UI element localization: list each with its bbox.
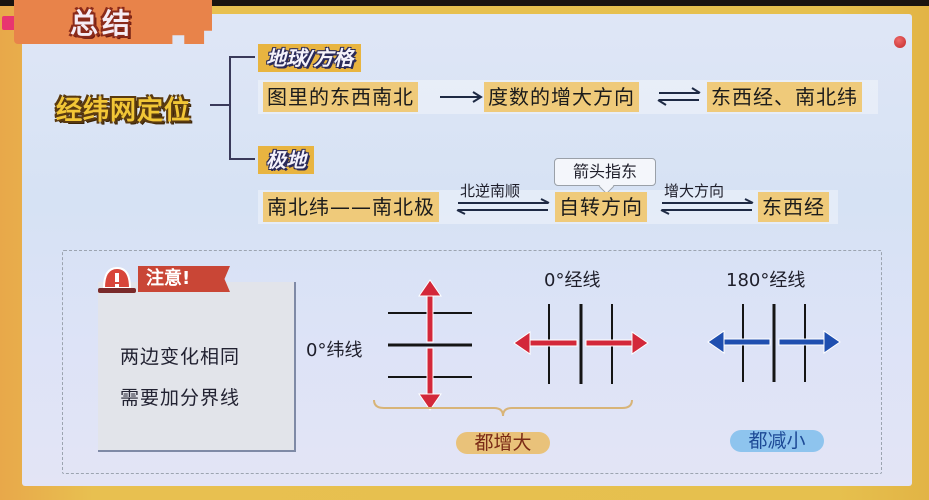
pin-dot-icon — [894, 36, 906, 48]
notice-line: 两边变化相同 — [120, 346, 241, 368]
result-decrease-text: 都减小 — [748, 430, 806, 452]
callout-arrow-points-east: 箭头指东 — [554, 158, 656, 186]
antimeridian-label: 180°经线 — [726, 270, 806, 291]
flow-node: 图里的东西南北 — [263, 82, 418, 112]
arrow-label: 北逆南顺 — [460, 182, 521, 200]
notes-section — [62, 250, 882, 474]
arrow-label: 增大方向 — [664, 182, 725, 200]
curly-brace — [373, 399, 633, 417]
double-arrow-icon — [660, 198, 754, 215]
notice-line: 需要加分界线 — [120, 387, 241, 409]
warning-siren-icon — [98, 266, 136, 293]
flow-node: 东西经、南北纬 — [707, 82, 862, 112]
flow-node: 东西经 — [758, 192, 829, 222]
flow-node: 南北纬——南北极 — [263, 192, 439, 222]
branch-label-globe-grid: 地球/方格 — [258, 44, 362, 72]
arrow-right-icon — [440, 91, 483, 103]
equator-label: 0°纬线 — [306, 340, 363, 361]
equator-diagram — [388, 279, 472, 411]
bracket-connector — [229, 158, 255, 160]
bracket-connector — [229, 56, 255, 58]
bracket-connector — [210, 104, 230, 106]
result-decrease-pill: 都减小 — [730, 430, 824, 452]
prime-meridian-diagram — [513, 304, 649, 384]
result-increase-pill: 都增大 — [456, 432, 550, 454]
prime-meridian-label: 0°经线 — [544, 270, 601, 291]
mindmap-root: 经纬网定位 — [56, 96, 192, 126]
double-arrow-icon — [657, 87, 701, 106]
page-title: 总结 — [70, 7, 135, 40]
notice-card — [98, 282, 296, 452]
antimeridian-diagram — [707, 304, 841, 382]
result-increase-text: 都增大 — [474, 432, 532, 454]
notice-badge: 注意! — [138, 266, 230, 292]
double-arrow-icon — [456, 198, 550, 215]
bracket-connector — [229, 56, 231, 160]
flow-node: 自转方向 — [555, 192, 647, 222]
branch-label-polar: 极地 — [258, 146, 314, 174]
flow-node: 度数的增大方向 — [484, 82, 639, 112]
